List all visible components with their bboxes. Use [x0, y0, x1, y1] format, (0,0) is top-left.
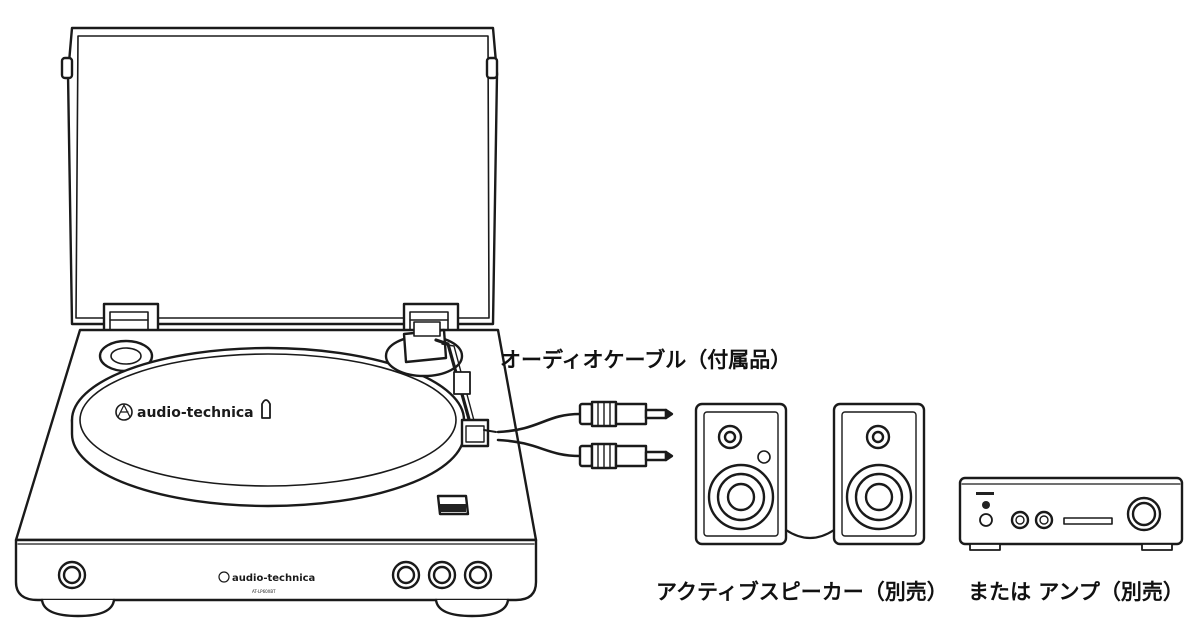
tweeter [865, 424, 891, 450]
amp-knob-1 [1010, 510, 1030, 530]
volume-knob [757, 450, 771, 464]
rca-plug-bottom [578, 442, 674, 470]
active-speakers-label: アクティブスピーカー（別売） [656, 580, 948, 604]
power-indicator [982, 501, 990, 509]
amplifier [958, 476, 1184, 551]
amplifier-label: または アンプ（別売） [968, 580, 1184, 604]
tweeter [717, 424, 743, 450]
spindle [261, 399, 271, 419]
volume-dial [1126, 496, 1162, 532]
platter-logo-mark [115, 403, 133, 421]
front-knob-3 [463, 560, 493, 590]
active-speaker-left [694, 402, 788, 546]
woofer [845, 463, 913, 531]
platter-logo-text: audio-technica [137, 405, 254, 421]
front-logo-text: audio-technica [232, 573, 315, 584]
audio-cable [496, 400, 674, 470]
lift-lever [436, 494, 470, 516]
turntable [14, 26, 538, 618]
front-knob-1 [391, 560, 421, 590]
platter [70, 346, 466, 508]
front-knob-2 [427, 560, 457, 590]
model-text: AT-LP60XBT [252, 589, 276, 594]
front-logo-mark [218, 571, 230, 583]
rca-plug-top [578, 400, 674, 428]
woofer [707, 463, 775, 531]
front-knob-left [57, 560, 87, 590]
dust-cover [60, 26, 499, 326]
power-button [979, 513, 993, 527]
active-speaker-right [832, 402, 926, 546]
tonearm [384, 321, 497, 448]
amp-display [1063, 517, 1113, 525]
audio-cable-label: オーディオケーブル（付属品） [500, 348, 792, 372]
amp-knob-2 [1034, 510, 1054, 530]
speaker-link-cable [784, 528, 836, 540]
